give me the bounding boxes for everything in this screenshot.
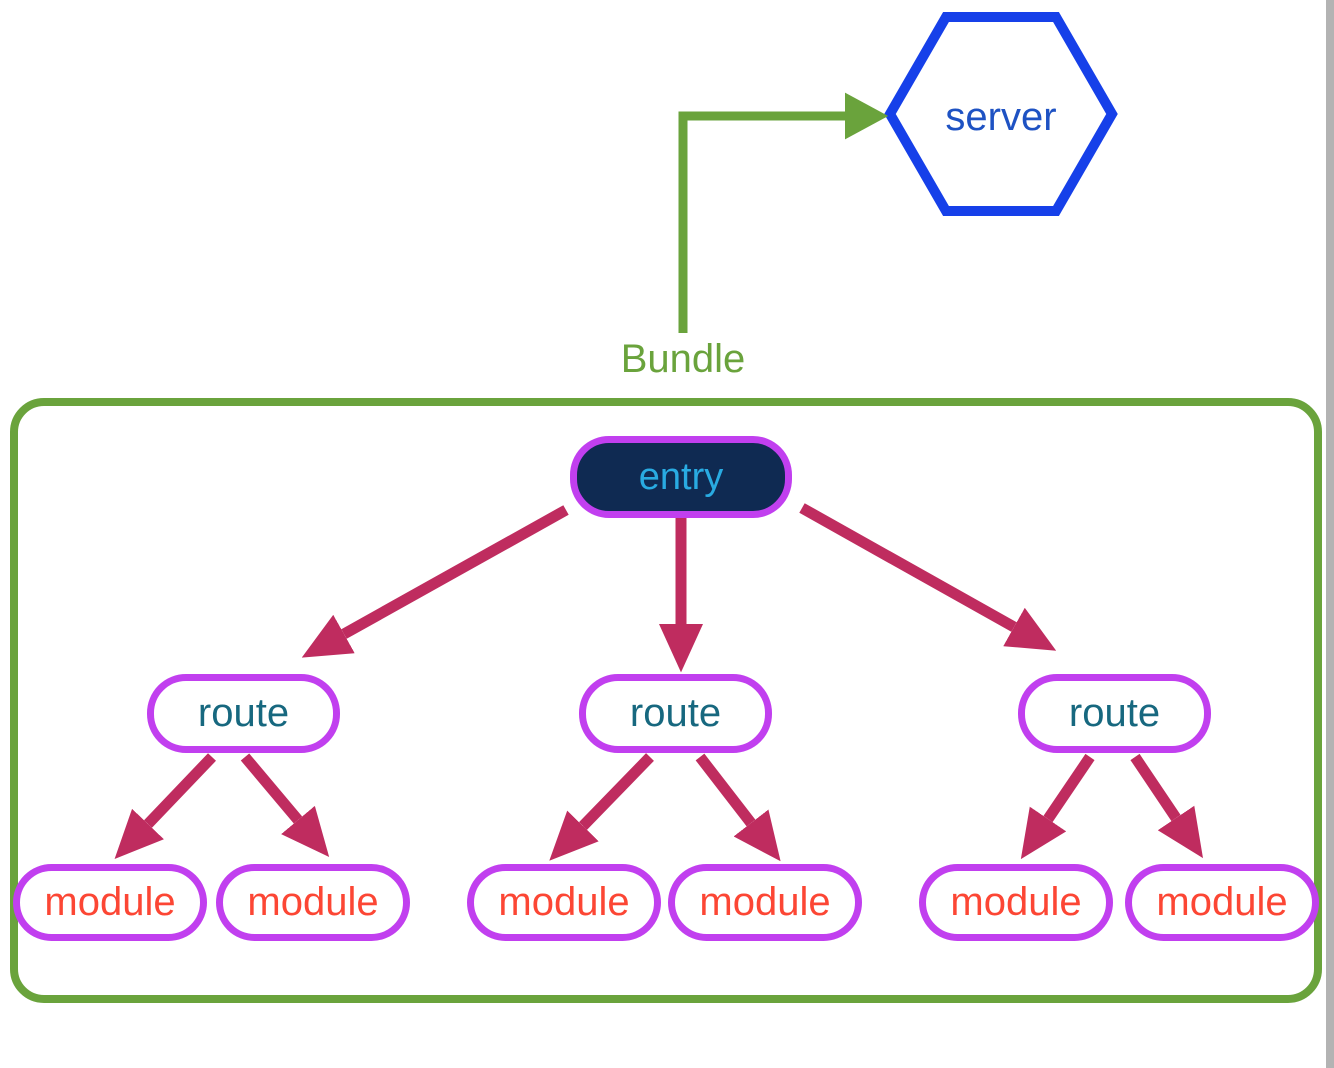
server-label: server: [945, 95, 1057, 139]
bundle-to-server-arrow: [678, 92, 889, 333]
route-node-1: route: [147, 674, 340, 753]
bundle-label: Bundle: [620, 337, 746, 381]
module-node-1: module: [13, 864, 207, 941]
edge-entry-route-left: [301, 505, 569, 658]
route-node-2: route: [579, 674, 772, 753]
module-node-5: module: [919, 864, 1113, 941]
edge-route1-module1: [114, 753, 216, 859]
edge-route1-module2: [240, 753, 330, 858]
entry-node: entry: [570, 436, 792, 518]
module-node-6: module: [1125, 864, 1319, 941]
module-node-2: module: [216, 864, 410, 941]
edge-route2-module4: [695, 753, 781, 862]
module-node-4: module: [668, 864, 862, 941]
module-node-3: module: [467, 864, 661, 941]
page-right-edge: [1326, 0, 1334, 1068]
route-node-3: route: [1018, 674, 1211, 753]
bundle-container: [10, 398, 1322, 1003]
edge-route3-module5: [1020, 753, 1095, 860]
edge-route3-module6: [1130, 753, 1203, 859]
edge-route2-module3: [549, 753, 654, 861]
server-hexagon: [884, 12, 1118, 216]
edge-entry-route-right: [799, 503, 1057, 651]
